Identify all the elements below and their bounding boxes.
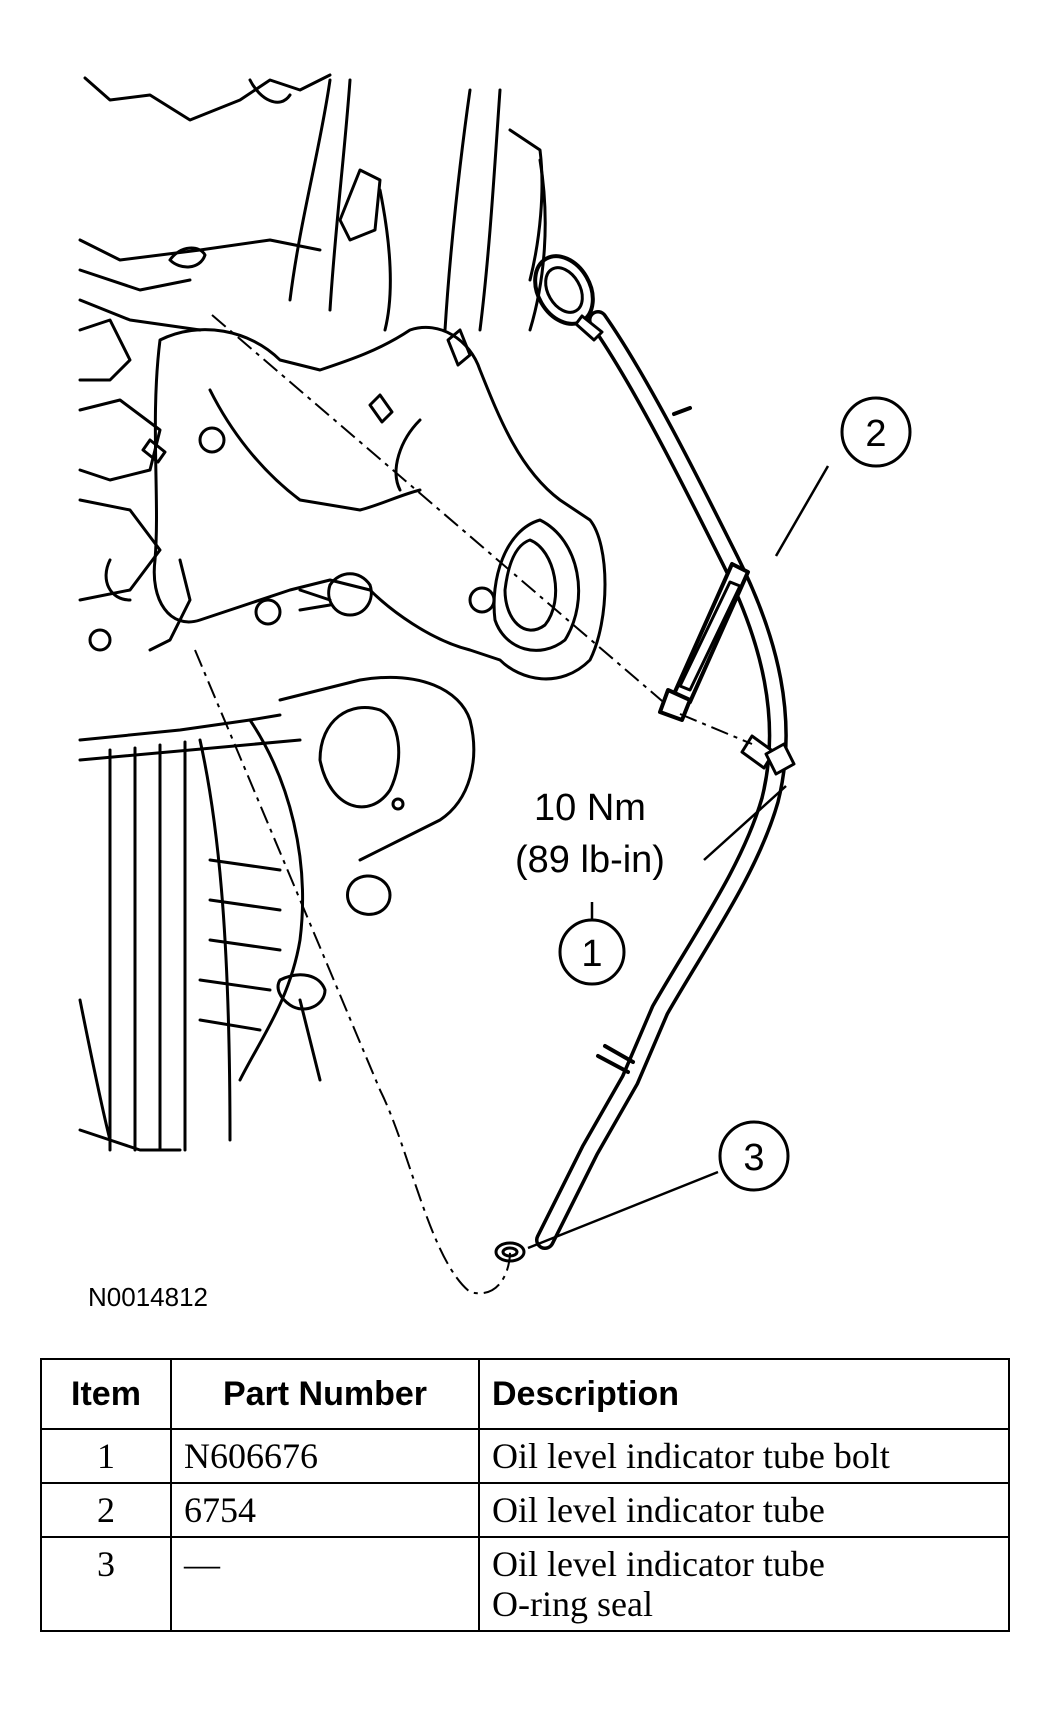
- torque-imperial: (89 lb-in): [515, 839, 665, 881]
- parts-table: Item Part Number Description 1 N606676 O…: [40, 1358, 1010, 1632]
- cell-description: Oil level indicator tube bolt: [478, 1428, 1010, 1484]
- alignment-lines: [194, 314, 753, 1295]
- leader-lines: [527, 465, 830, 1250]
- table-row: 3 — Oil level indicator tube O-ring seal: [40, 1536, 1010, 1632]
- description-line: Oil level indicator tube: [492, 1544, 825, 1584]
- table-header-row: Item Part Number Description: [40, 1358, 1010, 1430]
- oil-level-indicator-tube: [533, 254, 788, 1250]
- callout-3: 3: [718, 1120, 790, 1192]
- engine-line-art: [78, 73, 607, 1152]
- table-row: 2 6754 Oil level indicator tube: [40, 1482, 1010, 1538]
- svg-text:2: 2: [865, 413, 886, 455]
- description-line: Oil level indicator tube: [492, 1490, 825, 1530]
- header-item: Item: [40, 1358, 172, 1430]
- torque-metric: 10 Nm: [534, 787, 646, 829]
- cell-description: Oil level indicator tube: [478, 1482, 1010, 1538]
- description-line: Oil level indicator tube bolt: [492, 1436, 890, 1476]
- cell-item: 3: [40, 1536, 172, 1632]
- table-row: 1 N606676 Oil level indicator tube bolt: [40, 1428, 1010, 1484]
- engine-illustration: 1 2 3 10 Nm (89 lb-in): [78, 73, 912, 1295]
- callout-2: 2: [840, 396, 912, 468]
- cell-item: 1: [40, 1428, 172, 1484]
- svg-text:3: 3: [743, 1137, 764, 1179]
- figure-id: N0014812: [88, 1282, 208, 1312]
- header-description: Description: [478, 1358, 1010, 1430]
- description-line: O-ring seal: [492, 1584, 653, 1624]
- cell-part-number: 6754: [170, 1482, 480, 1538]
- cell-part-number: —: [170, 1536, 480, 1632]
- callout-1: 1: [558, 918, 626, 986]
- header-part-number: Part Number: [170, 1358, 480, 1430]
- cell-item: 2: [40, 1482, 172, 1538]
- cell-part-number: N606676: [170, 1428, 480, 1484]
- svg-text:1: 1: [581, 933, 602, 975]
- cell-description: Oil level indicator tube O-ring seal: [478, 1536, 1010, 1632]
